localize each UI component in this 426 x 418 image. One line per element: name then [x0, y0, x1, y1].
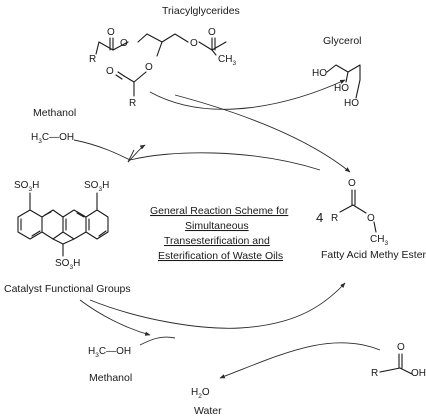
anthracene-rings	[17, 209, 109, 245]
middle-r-group: R	[129, 98, 136, 109]
title-line-2: Simultaneous	[185, 220, 249, 232]
fame-r-group: R	[331, 213, 338, 224]
glycerol-ho-bottom: HO	[344, 98, 359, 109]
middle-carbonyl-oxygen: O	[106, 66, 114, 77]
glycerol-backbone	[137, 33, 189, 43]
title-line-3: Transesterification and	[164, 235, 270, 247]
fame-ester-oxygen: O	[367, 213, 375, 224]
fatty-acid-structure: O R OH	[371, 342, 426, 379]
arrow-to-fame-lower	[89, 282, 346, 329]
fame-label: Fatty Acid Methy Ester	[321, 249, 426, 261]
catalyst-label: Catalyst Functional Groups	[4, 283, 131, 295]
methanol-top-label: Methanol	[33, 107, 76, 119]
glycerol-ho-left: HO	[312, 68, 327, 79]
water-structure: H2O Water	[191, 387, 222, 417]
title-line-4: Esterification of Waste Oils	[158, 250, 283, 262]
fame-coefficient: 4	[316, 210, 323, 225]
glycerol-structure: Glycerol HO HO HO	[312, 35, 362, 109]
so3h-left: SO3H	[14, 180, 39, 193]
fame-carbonyl-oxygen: O	[348, 178, 356, 189]
water-formula: H2O	[191, 387, 210, 400]
middle-ester-bonds	[123, 71, 147, 83]
left-ester-oxygen: O	[120, 38, 128, 49]
arrow-methanol-bottom	[139, 336, 176, 346]
acid-oh: OH	[411, 368, 426, 379]
arrow-catalyst-up	[127, 149, 135, 163]
water-label: Water	[194, 405, 222, 417]
reaction-arrows	[73, 79, 381, 379]
left-carbonyl-oxygen: O	[107, 27, 115, 38]
methanol-bottom-label: Methanol	[89, 372, 132, 384]
acid-r-group: R	[371, 368, 378, 379]
so3h-right: SO3H	[84, 180, 109, 193]
fame-ch3: CH3	[370, 234, 388, 247]
arrow-to-fame-upper	[174, 94, 351, 173]
middle-ester-oxygen: O	[145, 62, 153, 73]
right-ester-oxygen: O	[190, 38, 198, 49]
glycerol-label: Glycerol	[323, 35, 362, 47]
triacylglycerides-label: Triacylglycerides	[162, 5, 240, 17]
methanol-bottom-structure: H3C—OH Methanol	[88, 346, 132, 384]
triacylglyceride-structure: Triacylglycerides O O R O O CH3 O O R	[89, 5, 240, 109]
arrow-methanol-top-in	[73, 139, 131, 161]
right-ch3-group: CH3	[218, 54, 236, 67]
fame-structure: 4 O R O CH3 Fatty Acid Methy Ester	[316, 178, 426, 261]
arrow-acid-to-water	[219, 342, 381, 379]
methanol-top-structure: Methanol H3C—OH	[31, 107, 76, 145]
catalyst-structure: SO3H SO3H SO3H Catalyst Functional Group…	[4, 180, 131, 295]
glycerol-bonds	[326, 64, 361, 99]
scheme-title: General Reaction Scheme for Simultaneous…	[150, 205, 289, 262]
acid-carbonyl-oxygen: O	[397, 342, 405, 353]
glycerol-ho-middle: HO	[334, 83, 349, 94]
arrow-to-glycerol	[149, 79, 346, 110]
arrow-catalyst-bottom	[79, 299, 151, 336]
left-r-group: R	[89, 54, 96, 65]
arrow-catalyst-top	[129, 152, 321, 171]
so3h-bottom: SO3H	[55, 258, 80, 271]
methanol-bottom-formula: H3C—OH	[88, 346, 131, 359]
methanol-top-formula: H3C—OH	[31, 132, 74, 145]
title-line-1: General Reaction Scheme for	[150, 205, 289, 217]
right-carbonyl-oxygen: O	[208, 27, 216, 38]
middle-ester-bond	[156, 41, 163, 57]
